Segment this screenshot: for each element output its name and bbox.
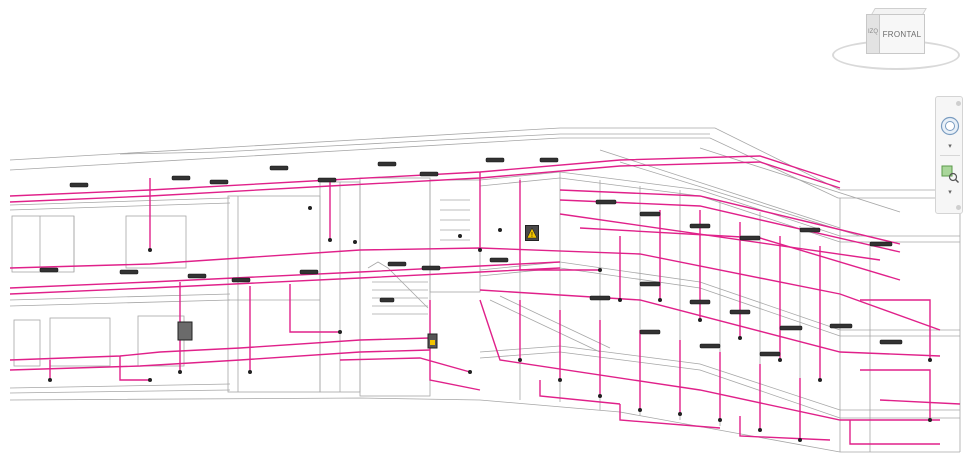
zoom-button[interactable] [939, 159, 961, 189]
fixtures [39, 157, 903, 357]
steering-wheel-dropdown[interactable]: ▾ [948, 143, 952, 150]
electrical-panel [177, 321, 193, 341]
building-linework [9, 127, 961, 453]
fittings [48, 206, 932, 442]
svg-text:!: ! [531, 232, 533, 239]
warning-icon: ! [526, 227, 538, 239]
steering-wheel-icon [940, 116, 960, 136]
viewcube-cube[interactable]: IZQ FRONTAL [866, 8, 927, 54]
navigation-bar: ▾ ▾ [935, 96, 963, 214]
navbar-close-dot[interactable] [956, 101, 961, 106]
viewcube-front-label: FRONTAL [882, 29, 922, 39]
viewcube-left-label: IZQ [868, 29, 878, 35]
zoom-region-icon [941, 165, 959, 183]
viewcube[interactable]: IZQ FRONTAL [832, 2, 962, 74]
viewcube-front-face[interactable]: FRONTAL [879, 14, 925, 54]
warning-marker[interactable]: ! [525, 225, 539, 241]
navbar-divider [940, 155, 960, 156]
navbar-options-dot[interactable] [956, 205, 961, 210]
zoom-dropdown[interactable]: ▾ [948, 189, 952, 196]
steering-wheel-button[interactable] [939, 111, 961, 141]
